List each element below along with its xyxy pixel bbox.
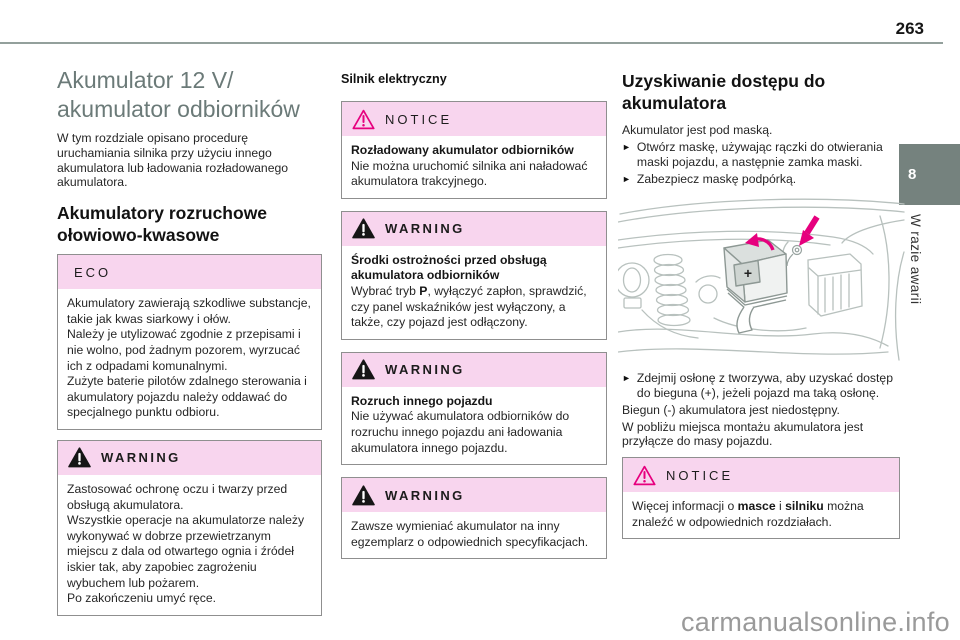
warning-box-header: WARNING — [342, 352, 606, 387]
paragraph: Biegun (-) akumulatora jest niedostępny. — [622, 402, 840, 417]
watermark-link[interactable]: carmanualsonline.info — [681, 607, 950, 637]
section-heading-batteries: Akumulatory rozruchowe ołowiowo-kwasowe — [57, 203, 268, 245]
warning-label: WARNING — [101, 450, 181, 466]
heading-electric-motor: Silnik elektryczny — [341, 72, 447, 86]
warning-box-body: Zawsze wymieniać akumulator na inny egze… — [351, 519, 589, 549]
notice-triangle-icon — [633, 465, 656, 486]
warning-box-left: WARNING Zastosować ochronę oczu i twarzy… — [57, 439, 322, 616]
eco-label: ECO — [74, 264, 112, 280]
lift-cover-arrow-icon — [745, 232, 775, 251]
notice-box-header: NOTICE — [623, 458, 899, 493]
intro-paragraph: W tym rozdziale opisano procedurę urucha… — [57, 131, 289, 190]
warning-box-body: Środki ostrożności przed obsługą akumula… — [351, 252, 587, 330]
ground-bolt — [786, 244, 803, 266]
notice-label: NOTICE — [666, 467, 734, 483]
paragraph: W pobliżu miejsca montażu akumulatora je… — [622, 419, 864, 449]
arrow-bullet-icon: ► — [622, 141, 631, 152]
warning-triangle-icon — [352, 218, 375, 239]
column-right: Uzyskiwanie dostępu do akumulatora Akumu… — [618, 71, 905, 540]
warning-triangle-icon — [352, 359, 375, 380]
notice-triangle-icon — [352, 109, 375, 130]
page-title: Akumulator 12 V/ akumulator odbiorników — [57, 67, 300, 122]
chapter-label: W razie awarii — [908, 214, 923, 305]
notice-box-header: NOTICE — [342, 102, 606, 136]
notice-box-body: Więcej informacji o masce i silniku możn… — [632, 499, 864, 529]
notice-box-right: NOTICE Więcej informacji o masce i silni… — [622, 457, 900, 540]
warning-triangle-icon — [68, 447, 91, 468]
eco-box: ECO Akumulatory zawierają szkodliwe subs… — [57, 254, 322, 430]
warning-box-header: WARNING — [58, 440, 321, 475]
eco-box-header: ECO — [58, 255, 321, 290]
warning-box-body: Rozruch innego pojazdu Nie używać akumul… — [351, 393, 570, 455]
warning-box-body: Zastosować ochronę oczu i twarzy przed o… — [67, 481, 305, 606]
header-rule — [0, 42, 943, 44]
arrow-bullet-icon: ► — [622, 372, 631, 383]
eco-box-body: Akumulatory zawierają szkodliwe substanc… — [67, 296, 311, 420]
warning-box-other-vehicle: WARNING Rozruch innego pojazdu Nie używa… — [341, 351, 607, 466]
instruction-step: ► Zdejmij osłonę z tworzywa, aby uzyskać… — [622, 370, 893, 400]
warning-triangle-icon — [352, 485, 375, 506]
column-left: Akumulator 12 V/ akumulator odbiorników … — [57, 66, 322, 616]
notice-label: NOTICE — [385, 111, 453, 127]
warning-box-header: WARNING — [342, 478, 606, 513]
notice-box-body: Rozładowany akumulator odbiorników Nie m… — [351, 143, 588, 189]
chapter-number: 8 — [908, 166, 917, 183]
warning-label: WARNING — [385, 487, 465, 503]
warning-label: WARNING — [385, 362, 465, 378]
warning-box-replacement: WARNING Zawsze wymieniać akumulator na i… — [341, 477, 607, 560]
paragraph: Akumulator jest pod maską. — [622, 123, 773, 137]
arrow-bullet-icon: ► — [622, 173, 631, 184]
instruction-step: ► Otwórz maskę, używając rączki do otwie… — [622, 139, 883, 169]
warning-box-header: WARNING — [342, 211, 606, 246]
instruction-step: ► Zabezpiecz maskę podpórką. — [622, 171, 797, 186]
notice-box-middle: NOTICE Rozładowany akumulator odbiornikó… — [341, 101, 607, 199]
heading-battery-access: Uzyskiwanie dostępu do akumulatora — [622, 71, 826, 113]
bolt-pointer-arrow-icon — [799, 215, 820, 246]
engine-bay-illustration: + — [618, 198, 905, 361]
page-number: 263 — [895, 19, 924, 38]
battery-plus-label: + — [744, 265, 752, 281]
column-middle: Silnik elektryczny NOTICE Rozładowany ak… — [341, 72, 607, 560]
chapter-tab: 8 — [899, 144, 960, 205]
warning-box-precautions: WARNING Środki ostrożności przed obsługą… — [341, 210, 607, 340]
warning-label: WARNING — [385, 221, 465, 237]
